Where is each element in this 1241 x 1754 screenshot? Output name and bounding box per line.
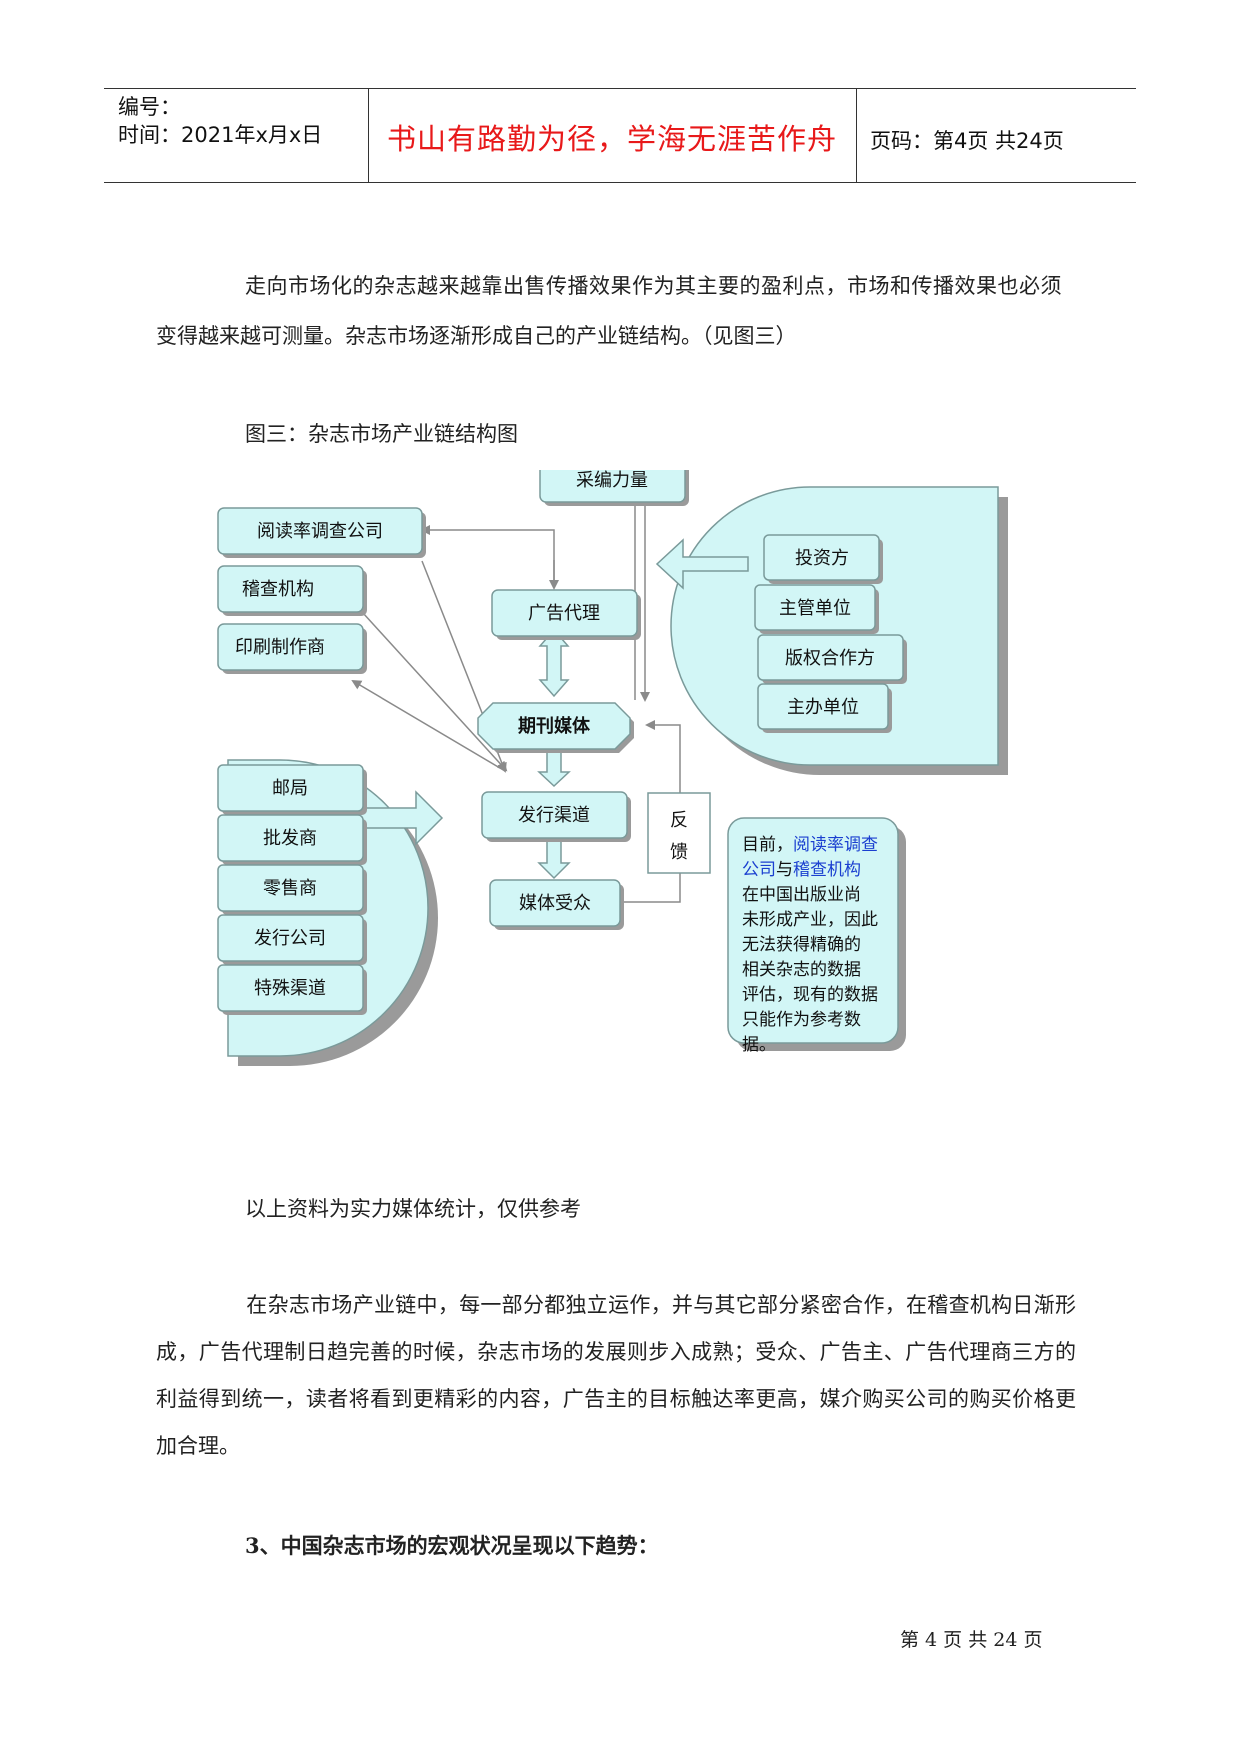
note-callout: 目前，阅读率调查 公司与稽查机构 在中国出版业尚 未形成产业，因此 无法获得精确… — [727, 817, 906, 1055]
arrow-jicha-to-qikan — [362, 612, 508, 772]
section-heading: 3、中国杂志市场的宏观状况呈现以下趋势： — [245, 1533, 659, 1558]
arrow-to-yuedu — [420, 525, 555, 587]
jicha-label: 稽查机构 — [242, 579, 314, 600]
box-guanggao: 广告代理 — [491, 589, 641, 640]
qikan-label: 期刊媒体 — [518, 715, 591, 737]
box-yuedu: 阅读率调查公司 — [217, 507, 426, 558]
header-divider-left — [368, 88, 369, 182]
box-yinshua: 印刷制作商 — [217, 623, 367, 674]
header-motto: 书山有路勤为径，学海无涯苦作舟 — [386, 122, 837, 156]
source-note: 以上资料为实力媒体统计，仅供参考 — [245, 1197, 581, 1221]
right-item-label: 主管单位 — [779, 598, 851, 619]
paragraph-2-text: 在杂志市场产业链中，每一部分都独立运作，并与其它部分紧密合作，在稽查机构日渐形成… — [156, 1293, 1076, 1458]
industry-chain-diagram: 采编力量 阅读率调查公司 稽查机构 印刷制作商 广告代理 期刊媒体 发行渠道 媒… — [217, 470, 1008, 1066]
right-item-touzi: 投资方 — [763, 534, 883, 584]
fankui-label-2: 馈 — [670, 842, 688, 863]
paragraph-1-line-2: 变得越来越可测量。杂志市场逐渐形成自己的产业链结构。（见图三） — [156, 324, 797, 348]
fankui-label-1: 反 — [670, 810, 688, 831]
double-arrow-guanggao-qikan — [538, 628, 570, 698]
paragraph-2: 在杂志市场产业链中，每一部分都独立运作，并与其它部分紧密合作，在稽查机构日渐形成… — [156, 1282, 1076, 1470]
header-top-rule — [104, 88, 1136, 89]
yinshua-label: 印刷制作商 — [235, 637, 325, 658]
note-text: 目前，阅读率调查 公司与稽查机构 在中国出版业尚 未形成产业，因此 无法获得精确… — [742, 835, 883, 1055]
left-item-label: 邮局 — [272, 778, 308, 799]
right-item-label: 主办单位 — [787, 697, 859, 718]
right-item-label: 投资方 — [795, 548, 849, 569]
box-jicha: 稽查机构 — [217, 565, 367, 616]
right-item-label: 版权合作方 — [785, 648, 875, 669]
figure-caption: 图三：杂志市场产业链结构图 — [245, 422, 518, 446]
left-item-lingshou: 零售商 — [217, 864, 367, 915]
right-panel-arrow — [655, 538, 749, 590]
left-item-pifa: 批发商 — [217, 814, 367, 865]
header-time-label: 时间：2021年x月x日 — [118, 123, 323, 147]
guanggao-label: 广告代理 — [528, 603, 600, 624]
header-number-label: 编号： — [118, 95, 181, 119]
left-item-label: 批发商 — [263, 828, 317, 849]
box-shouzhong: 媒体受众 — [489, 879, 624, 930]
box-qikan: 期刊媒体 — [477, 702, 634, 753]
left-item-label: 零售商 — [263, 878, 317, 899]
arrow-qikan-to-yinshua — [351, 679, 506, 772]
left-item-youju: 邮局 — [217, 764, 367, 815]
box-faxing: 发行渠道 — [481, 791, 631, 842]
yuedu-label: 阅读率调查公司 — [257, 521, 383, 542]
paragraph-1-line-1: 走向市场化的杂志越来越靠出售传播效果作为其主要的盈利点，市场和传播效果也必须 — [245, 274, 1062, 298]
page-footer: 第 4 页 共 24 页 — [900, 1629, 1043, 1651]
header-bottom-rule — [104, 182, 1136, 183]
left-item-teshu: 特殊渠道 — [217, 964, 367, 1015]
right-item-zhuban: 主办单位 — [757, 683, 892, 733]
header-divider-right — [856, 88, 857, 182]
header-page-info: 页码：第4页 共24页 — [870, 129, 1064, 153]
left-item-label: 特殊渠道 — [254, 978, 326, 999]
caibian-label: 采编力量 — [576, 470, 648, 491]
shouzhong-label: 媒体受众 — [519, 893, 591, 914]
box-caibian: 采编力量 — [539, 470, 689, 506]
faxing-label: 发行渠道 — [518, 805, 590, 826]
box-fankui: 反 馈 — [647, 792, 711, 874]
left-item-faxinggongsi: 发行公司 — [217, 914, 367, 965]
right-item-banquan: 版权合作方 — [757, 634, 907, 684]
right-item-zhuguan: 主管单位 — [754, 584, 879, 634]
left-item-label: 发行公司 — [254, 928, 326, 949]
